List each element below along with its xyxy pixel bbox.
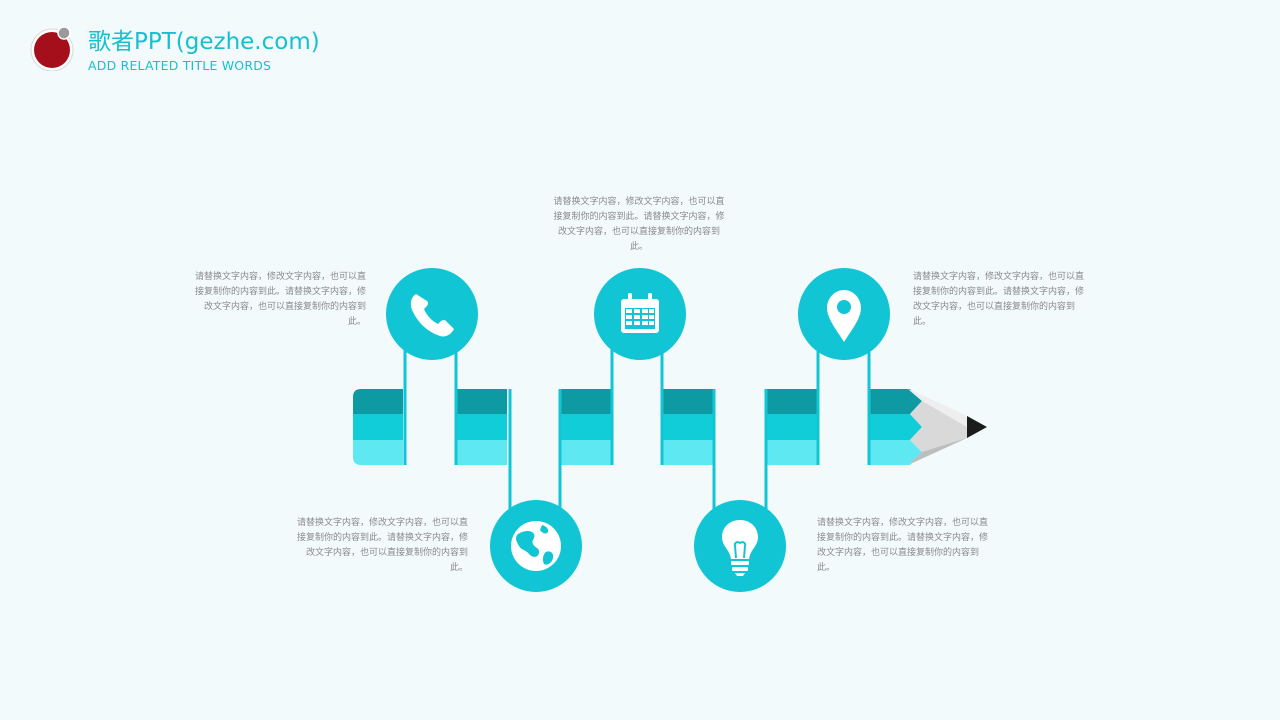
globe-icon (511, 521, 561, 571)
lightbulb-icon (722, 520, 758, 576)
pencil-body (353, 389, 922, 465)
brand-logo (30, 27, 74, 71)
connector-lines (403, 345, 871, 520)
pencil-segment (353, 389, 403, 465)
pencil-tip (908, 389, 987, 465)
description-lightbulb: 请替换文字内容，修改文字内容，也可以直接复制你的内容到此。请替换文字内容，修改文… (817, 518, 989, 573)
phone-icon (410, 294, 454, 337)
timeline-node-phone (386, 268, 478, 360)
timeline-node-lightbulb (694, 500, 786, 592)
timeline-node-calendar (594, 268, 686, 360)
description-phone: 请替换文字内容，修改文字内容，也可以直接复制你的内容到此。请替换文字内容，修改文… (194, 272, 366, 327)
page-title: 歌者PPT(gezhe.com) (88, 29, 320, 55)
calendar-icon (621, 293, 659, 333)
timeline-node-location (798, 268, 890, 360)
page-subtitle: ADD RELATED TITLE WORDS (88, 58, 272, 73)
description-calendar: 请替换文字内容，修改文字内容，也可以直接复制你的内容到此。请替换文字内容，修改文… (553, 197, 725, 252)
timeline-node-globe (490, 500, 582, 592)
location-pin-icon (827, 290, 861, 342)
pencil-segment (561, 389, 611, 465)
description-globe: 请替换文字内容，修改文字内容，也可以直接复制你的内容到此。请替换文字内容，修改文… (296, 518, 468, 573)
pencil-segment (870, 389, 922, 465)
pencil-segment (457, 389, 507, 465)
pencil-segment (767, 389, 817, 465)
pencil-segment (663, 389, 713, 465)
description-location: 请替换文字内容，修改文字内容，也可以直接复制你的内容到此。请替换文字内容，修改文… (913, 272, 1085, 327)
